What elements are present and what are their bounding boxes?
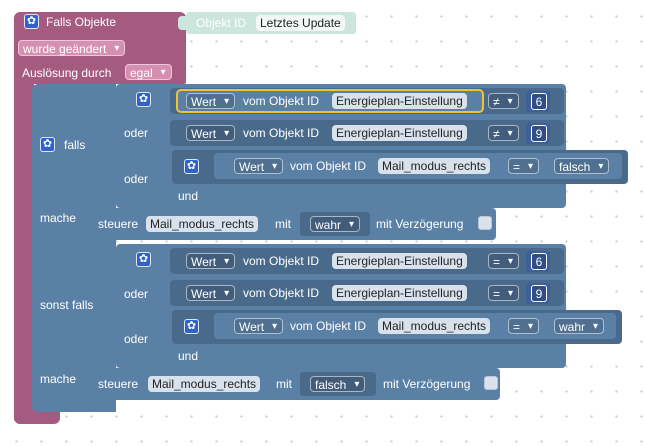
delay-checkbox[interactable] xyxy=(484,376,498,390)
or-label: oder xyxy=(124,172,149,186)
object-id-value[interactable]: Letztes Update xyxy=(256,15,345,31)
if-mache-label: mache xyxy=(40,211,77,225)
property-dropdown[interactable]: Wert xyxy=(186,253,236,270)
gear-icon[interactable]: ✿ xyxy=(136,252,151,267)
steuere-label: steuere xyxy=(98,217,139,231)
gear-icon[interactable]: ✿ xyxy=(40,137,55,152)
object-id-label: Objekt ID xyxy=(196,16,247,30)
property-dropdown[interactable]: Wert xyxy=(186,93,236,110)
operator-dropdown[interactable]: = xyxy=(508,158,540,175)
object-field[interactable]: Energieplan-Einstellung xyxy=(332,125,467,141)
von-objekt-label: vom Objekt ID xyxy=(243,286,320,300)
operator-dropdown[interactable]: ≠ xyxy=(488,93,519,110)
delay-label: mit Verzögerung xyxy=(376,217,464,231)
von-objekt-label: vom Objekt ID xyxy=(243,126,320,140)
mit-label: mit xyxy=(275,217,291,231)
or-label: oder xyxy=(124,332,149,346)
or-label: oder xyxy=(124,287,149,301)
operator-dropdown[interactable]: ≠ xyxy=(488,125,519,142)
object-field[interactable]: Energieplan-Einstellung xyxy=(332,93,467,109)
steuere-label: steuere xyxy=(98,377,139,391)
if-falls-label: falls xyxy=(64,138,86,152)
if-sonst-falls-label: sonst falls xyxy=(40,298,94,312)
if-block[interactable] xyxy=(32,84,116,412)
von-objekt-label: vom Objekt ID xyxy=(243,254,320,268)
ausloesung-label: Auslösung durch xyxy=(22,66,112,80)
object-field[interactable]: Mail_modus_rechts xyxy=(378,158,491,174)
number-value[interactable]: 6 xyxy=(531,253,547,270)
property-dropdown[interactable]: Wert xyxy=(234,318,284,335)
gear-icon[interactable]: ✿ xyxy=(24,14,39,29)
operator-dropdown[interactable]: = xyxy=(488,253,520,270)
value-dropdown[interactable]: wahr xyxy=(554,318,605,335)
and-label-tail: und xyxy=(178,349,199,363)
value-dropdown[interactable]: wahr xyxy=(310,216,361,233)
mit-label: mit xyxy=(276,377,292,391)
von-objekt-label: vom Objekt ID xyxy=(290,159,367,173)
delay-checkbox[interactable] xyxy=(478,216,492,230)
event-title: Falls Objekte xyxy=(46,15,117,29)
von-objekt-label: vom Objekt ID xyxy=(243,94,320,108)
trigger-dropdown[interactable]: wurde geändert xyxy=(18,40,126,57)
if-mache-label: mache xyxy=(40,372,77,386)
property-dropdown[interactable]: Wert xyxy=(234,158,284,175)
object-field[interactable]: Energieplan-Einstellung xyxy=(332,253,467,269)
ausloesung-dropdown[interactable]: egal xyxy=(125,64,172,81)
object-id-connector xyxy=(178,16,188,30)
property-dropdown[interactable]: Wert xyxy=(186,125,236,142)
delay-label: mit Verzögerung xyxy=(383,377,471,391)
object-field[interactable]: Mail_modus_rechts xyxy=(146,216,259,232)
object-field[interactable]: Energieplan-Einstellung xyxy=(332,285,467,301)
value-dropdown[interactable]: falsch xyxy=(554,158,610,175)
and-label-tail: und xyxy=(178,189,199,203)
or-label: oder xyxy=(124,126,149,140)
object-field[interactable]: Mail_modus_rechts xyxy=(148,376,261,392)
number-value[interactable]: 6 xyxy=(531,93,547,110)
gear-icon[interactable]: ✿ xyxy=(184,159,199,174)
event-block-stem xyxy=(14,80,34,420)
gear-icon[interactable]: ✿ xyxy=(136,92,151,107)
property-dropdown[interactable]: Wert xyxy=(186,285,236,302)
value-dropdown[interactable]: falsch xyxy=(310,376,366,393)
number-value[interactable]: 9 xyxy=(531,285,547,302)
number-value[interactable]: 9 xyxy=(531,125,547,142)
event-block-foot xyxy=(14,410,60,424)
von-objekt-label: vom Objekt ID xyxy=(290,319,367,333)
operator-dropdown[interactable]: = xyxy=(488,285,520,302)
if-block-bottom xyxy=(32,398,116,412)
gear-icon[interactable]: ✿ xyxy=(184,319,199,334)
object-field[interactable]: Mail_modus_rechts xyxy=(378,318,491,334)
operator-dropdown[interactable]: = xyxy=(508,318,540,335)
